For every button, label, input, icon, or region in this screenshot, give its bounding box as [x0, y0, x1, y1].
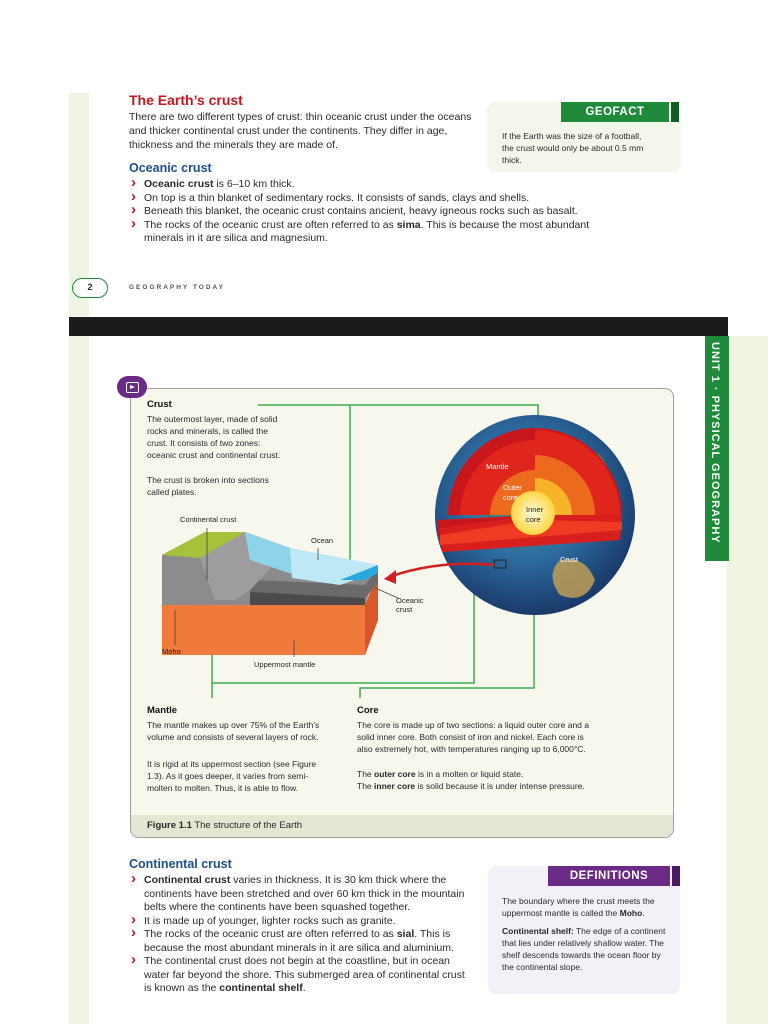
list-item: Oceanic crust is 6–10 km thick. [129, 176, 599, 192]
crust-block-diagram [162, 532, 378, 655]
definition-moho: The boundary where the crust meets the u… [502, 896, 655, 918]
definition-continental-shelf: Continental shelf: The edge of a contine… [502, 926, 666, 972]
margin-band [69, 93, 89, 316]
label-continental-crust: Continental crust [180, 515, 237, 524]
caption-strip [131, 815, 673, 837]
intro-paragraph: There are two different types of crust: … [129, 111, 472, 151]
crust-plates-text: The crust is broken into sections called… [147, 475, 269, 497]
page-divider [69, 317, 728, 336]
oceanic-heading: Oceanic crust [129, 161, 212, 175]
definitions-text: The boundary where the crust meets the u… [502, 895, 670, 979]
zoom-arrow [384, 562, 495, 584]
list-item: Continental crust varies in thickness. I… [129, 872, 474, 915]
continental-list: Continental crust varies in thickness. I… [129, 872, 474, 996]
list-item: It is made up of younger, lighter rocks … [129, 913, 474, 929]
unit-tab[interactable]: UNIT 1 · PHYSICAL GEOGRAPHY [705, 336, 729, 561]
earth-globe [435, 415, 635, 615]
geofact-box: GEOFACT If the Earth was the size of a f… [487, 102, 681, 172]
label-mantle: Mantle [486, 462, 509, 471]
crust-description: The outermost layer, made of solid rocks… [147, 414, 281, 460]
continental-heading: Continental crust [129, 857, 232, 871]
definitions-heading: DEFINITIONS [548, 866, 680, 886]
core-heading: Core [357, 705, 379, 716]
running-head: GEOGRAPHY TODAY [129, 284, 225, 291]
mantle-text-2: It is rigid at its uppermost section (se… [147, 759, 317, 793]
list-item: The rocks of the oceanic crust are often… [129, 926, 474, 955]
figure-caption: Figure 1.1 The structure of the Earth [147, 820, 303, 831]
list-item: On top is a thin blanket of sedimentary … [129, 190, 599, 206]
list-item: The rocks of the oceanic crust are often… [129, 217, 599, 246]
crust-heading: Crust [147, 399, 172, 410]
geofact-heading: GEOFACT [561, 102, 679, 122]
label-uppermost-mantle: Uppermost mantle [254, 660, 316, 669]
margin-band [69, 336, 89, 1024]
oceanic-list: Oceanic crust is 6–10 km thick. On top i… [129, 176, 599, 246]
mantle-text-1: The mantle makes up over 75% of the Eart… [147, 720, 320, 742]
list-item: The continental crust does not begin at … [129, 953, 474, 996]
margin-band [727, 336, 768, 1024]
label-moho: Moho [162, 647, 181, 656]
definitions-box: DEFINITIONS The boundary where the crust… [488, 866, 680, 994]
core-text-2: The outer core is in a molten or liquid … [357, 769, 585, 791]
core-text-1: The core is made up of two sections: a l… [357, 720, 589, 754]
mantle-heading: Mantle [147, 705, 178, 716]
video-play-icon[interactable] [117, 376, 147, 398]
geofact-text: If the Earth was the size of a football,… [502, 131, 644, 165]
section-title: The Earth’s crust [129, 92, 243, 108]
page-number: 2 [72, 278, 108, 298]
label-ocean: Ocean [311, 536, 334, 545]
label-crust: Crust [560, 555, 578, 564]
list-item: Beneath this blanket, the oceanic crust … [129, 203, 599, 219]
